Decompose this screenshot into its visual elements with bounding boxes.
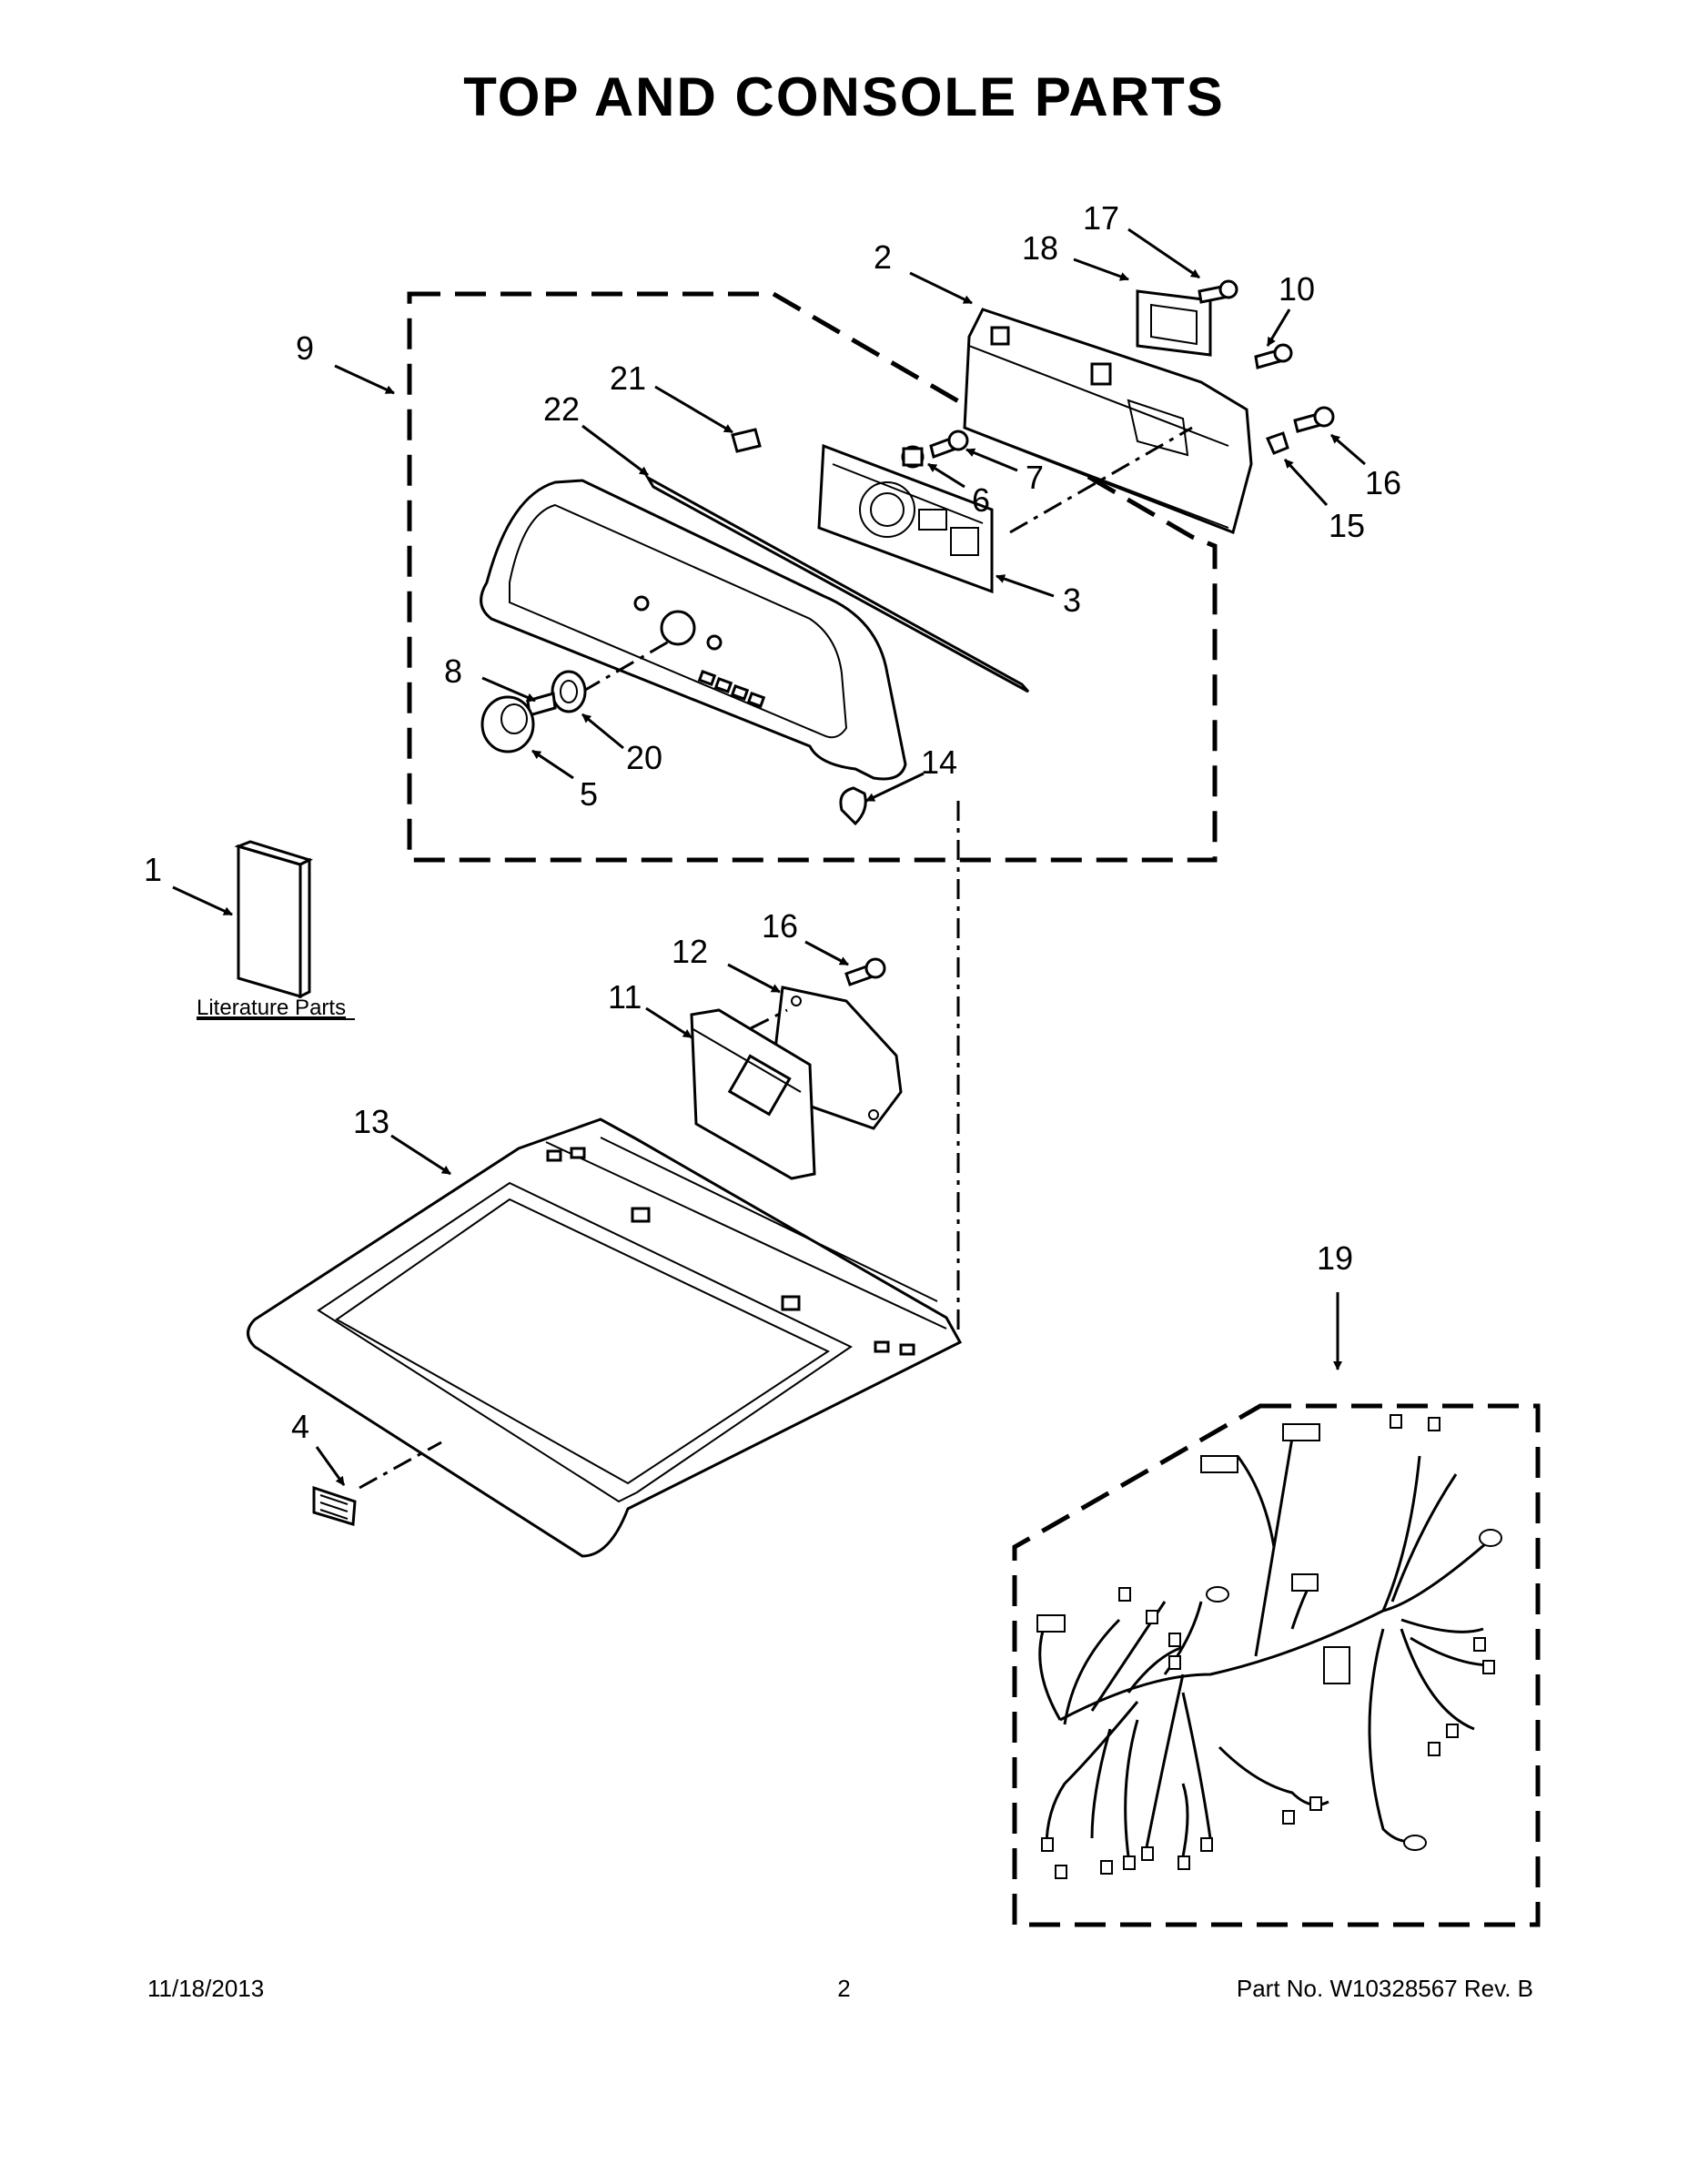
- literature-parts-label: Literature Parts: [197, 996, 346, 1020]
- callout-16-lower: 16: [762, 907, 798, 945]
- callout-11: 11: [608, 978, 642, 1016]
- screw-7: [929, 430, 969, 459]
- callout-2: 2: [874, 238, 892, 276]
- connector-line-4: [359, 1441, 442, 1490]
- grille-4: [312, 1485, 357, 1526]
- screw-16-lower: [844, 957, 886, 986]
- literature-booklet: [234, 840, 314, 999]
- bracket-18: [1136, 289, 1212, 357]
- switch-6: [901, 445, 925, 469]
- callout-13: 13: [353, 1103, 389, 1140]
- connector-line-12: [750, 1008, 788, 1030]
- knob-5: [480, 695, 535, 753]
- callout-9: 9: [296, 329, 314, 367]
- callout-20: 20: [626, 739, 662, 776]
- callout-4: 4: [291, 1408, 309, 1445]
- screw-16-top: [1293, 406, 1335, 433]
- page-title: TOP AND CONSOLE PARTS: [463, 66, 1225, 127]
- callout-6: 6: [972, 481, 990, 519]
- callout-14: 14: [921, 743, 957, 781]
- callout-15: 15: [1329, 507, 1365, 544]
- callout-7: 7: [1026, 459, 1044, 496]
- clip-14: [839, 786, 867, 826]
- screw-17: [1198, 279, 1238, 304]
- callout-8: 8: [444, 652, 462, 690]
- control-board: [817, 443, 994, 594]
- connector-line-3: [1009, 426, 1193, 534]
- footer-date: 11/18/2013: [147, 1975, 265, 2002]
- top-panel-13: [247, 1117, 963, 1558]
- callout-18: 18: [1022, 229, 1058, 267]
- callout-12: 12: [672, 933, 708, 970]
- console-housing: [480, 479, 907, 781]
- callout-1: 1: [144, 851, 162, 888]
- callout-labels: 1 2 3 4 5 6 7 8 9 10 11 12 13 14 15 16 1…: [144, 199, 1401, 1445]
- console-rear-panel: [963, 308, 1253, 535]
- callout-22: 22: [543, 390, 580, 428]
- footer-part-number: Part No. W10328567 Rev. B: [1236, 1975, 1533, 2002]
- wiring-harness-19: [1036, 1414, 1502, 1879]
- callout-5: 5: [580, 775, 598, 813]
- footer-page-number: 2: [837, 1975, 851, 2002]
- clip-21: [731, 428, 762, 453]
- electronics-module-11: [690, 1008, 816, 1180]
- connector-line-knob: [581, 640, 670, 693]
- screw-10: [1254, 343, 1293, 369]
- callout-17: 17: [1083, 199, 1119, 237]
- leader-arrows: [172, 228, 1366, 1486]
- gasket-strip: [643, 473, 1030, 693]
- callout-19: 19: [1317, 1239, 1353, 1277]
- callout-16-top: 16: [1365, 464, 1401, 501]
- harness-group-boundary: [1012, 1403, 1541, 1927]
- callout-3: 3: [1063, 581, 1081, 619]
- clip-15: [1265, 431, 1289, 455]
- console-group-boundary: [407, 291, 1218, 863]
- knob-ring-20: [551, 670, 587, 713]
- callout-21: 21: [610, 359, 646, 397]
- callout-10: 10: [1279, 270, 1315, 308]
